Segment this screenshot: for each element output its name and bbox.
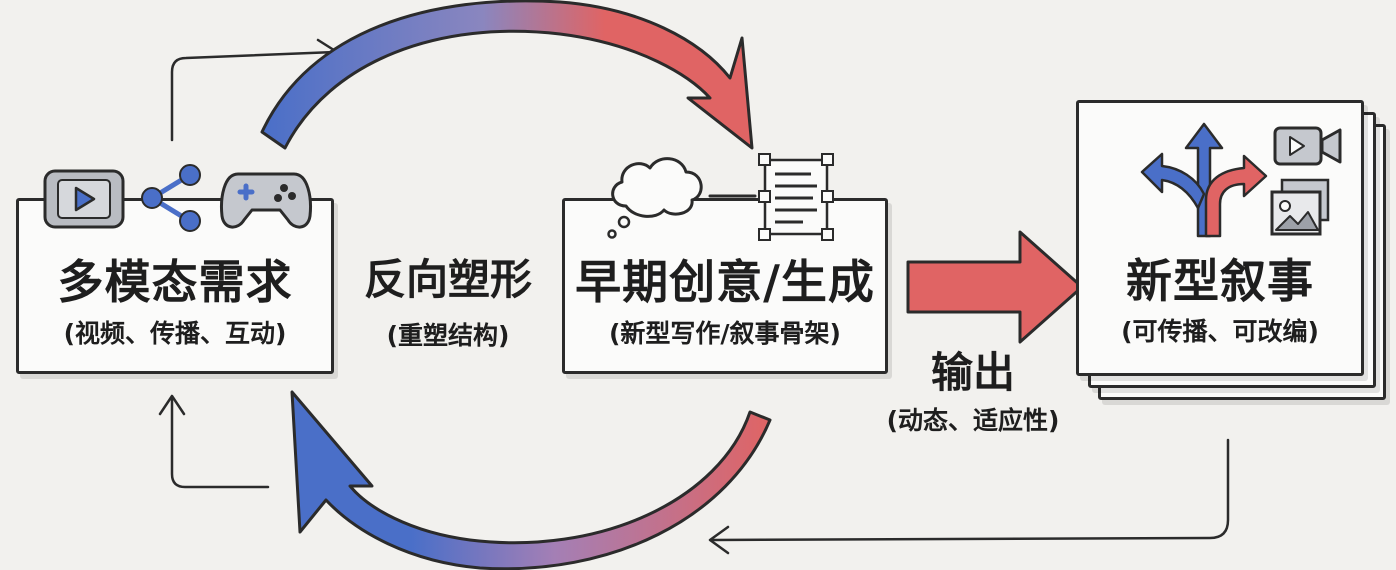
document-icon [758,153,834,241]
node-new-narrative-title: 新型叙事 [1126,254,1314,308]
reshape-label-subtitle: (重塑结构) [386,321,510,350]
node-early-creation-subtitle: (新型写作/叙事骨架) [609,319,841,348]
video-play-icon [43,169,125,229]
return-line-bottom [710,438,1230,542]
share-icon [141,164,201,232]
return-line-bottom-head [708,525,730,555]
image-icon [1270,178,1330,236]
node-multimodal-subtitle: (视频、传播、互动) [63,319,287,348]
node-early-creation-title: 早期创意/生成 [575,255,875,309]
node-multimodal-title: 多模态需求 [57,255,293,309]
top-cycle-arrow [260,0,754,150]
return-line-left-head [158,394,186,416]
output-label: 输出 (动态、适应性) [858,348,1088,436]
bottom-cycle-arrow [290,390,772,570]
output-label-subtitle: (动态、适应性) [886,406,1060,435]
thought-cloud-icon [607,157,703,239]
reshape-label: 反向塑形 (重塑结构) [348,255,548,351]
node-multimodal: 多模态需求 (视频、传播、互动) [16,198,334,374]
node-new-narrative-subtitle: (可传播、可改编) [1121,317,1319,346]
output-label-title: 输出 [930,348,1015,397]
return-line-left [170,396,270,489]
branching-arrows-icon [1140,122,1268,238]
output-arrow [906,230,1084,344]
feedback-arrow-up [170,50,337,142]
gamepad-icon [220,172,312,229]
node-early-creation: 早期创意/生成 (新型写作/叙事骨架) [562,198,888,374]
video-camera-icon [1273,126,1342,166]
reshape-label-title: 反向塑形 [363,255,532,304]
